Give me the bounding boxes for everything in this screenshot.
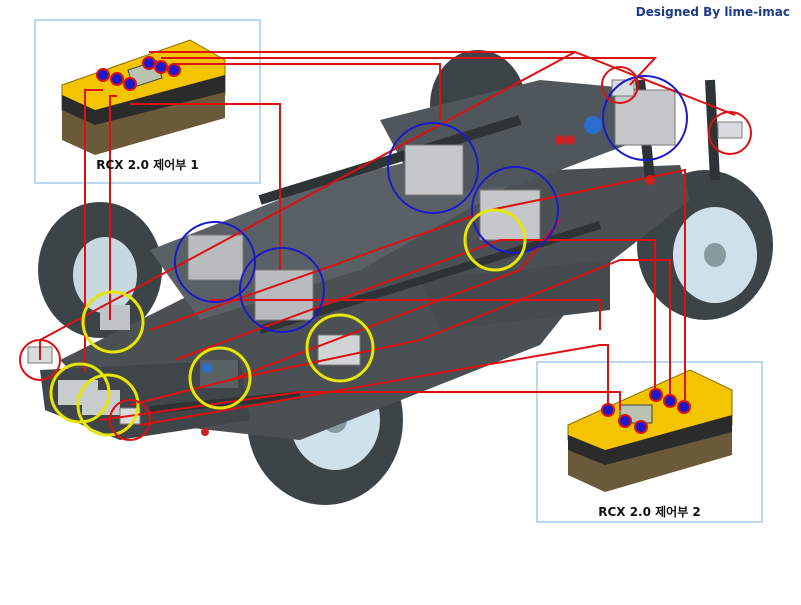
rcx2-port bbox=[677, 400, 691, 414]
controller-1-panel bbox=[34, 19, 261, 184]
rcx1-port bbox=[154, 60, 168, 74]
controller-2-panel bbox=[536, 361, 763, 523]
credit-text: Designed By lime-imac bbox=[635, 5, 790, 19]
rcx1-port bbox=[142, 56, 156, 70]
wiring bbox=[39, 51, 736, 426]
rcx2-port bbox=[649, 388, 663, 402]
rcx2-port bbox=[618, 414, 632, 428]
rcx2-port bbox=[601, 403, 615, 417]
rcx1-port bbox=[110, 72, 124, 86]
controller-2-label: RCX 2.0 제어부 2 bbox=[598, 505, 701, 519]
rcx1-port bbox=[123, 77, 137, 91]
sensor-markers-red bbox=[19, 66, 752, 441]
rcx-controller-2 bbox=[567, 369, 733, 492]
sensor-markers-yellow bbox=[49, 208, 527, 437]
rcx2-port bbox=[663, 394, 677, 408]
rcx1-port bbox=[167, 63, 181, 77]
rcx2-port bbox=[634, 420, 648, 434]
motor-markers bbox=[174, 75, 688, 333]
rcx1-port bbox=[96, 68, 110, 82]
controller-1-label: RCX 2.0 제어부 1 bbox=[96, 158, 199, 172]
